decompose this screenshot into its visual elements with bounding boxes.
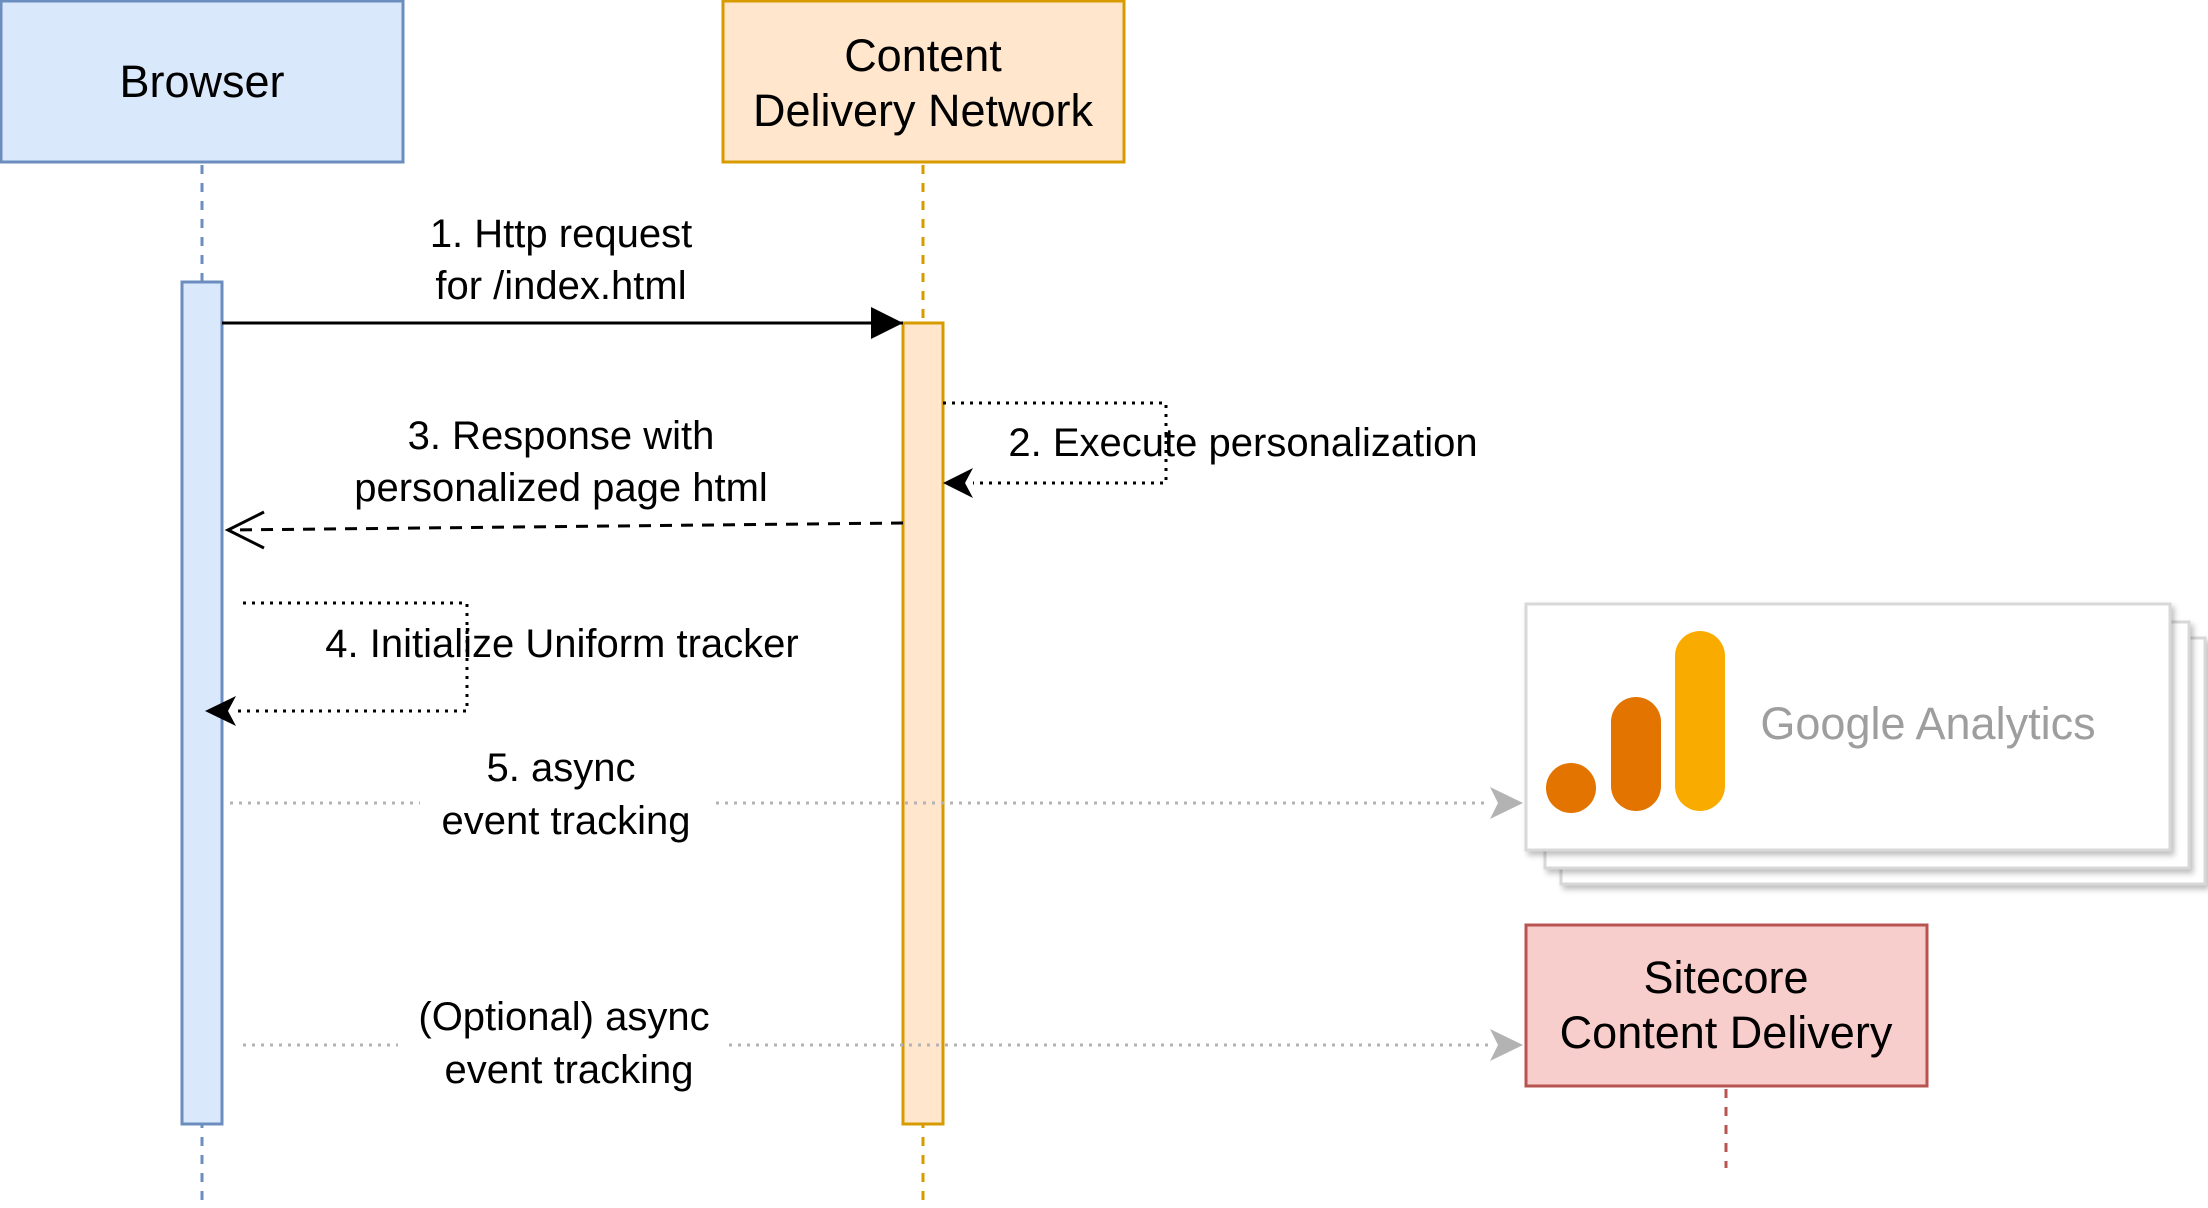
google-analytics-label: Google Analytics	[1760, 698, 2095, 749]
browser-participant[interactable]: Browser	[0, 0, 405, 164]
message-5-label-bg	[420, 752, 710, 848]
cdn-activation-bar	[901, 321, 945, 1126]
google-analytics-participant[interactable]: Google Analytics	[1524, 602, 2207, 886]
message-1-http-request[interactable]: 1. Http request for /index.html	[222, 212, 903, 339]
sitecore-header-box	[1524, 923, 1929, 1088]
sitecore-label-line1: Sitecore	[1643, 952, 1808, 1003]
message-5-async-tracking[interactable]: 5. async event tracking	[230, 746, 1523, 848]
ga-logo-tall-bar	[1675, 631, 1725, 811]
cdn-label-line2: Delivery Network	[753, 85, 1094, 136]
message-1-label-line2: for /index.html	[435, 264, 686, 308]
sitecore-label-line2: Content Delivery	[1560, 1007, 1893, 1058]
message-6-label-line2: event tracking	[444, 1048, 693, 1092]
sitecore-participant[interactable]: Sitecore Content Delivery	[1524, 923, 1929, 1088]
message-3-arrow	[227, 521, 904, 532]
message-3-label-line1: 3. Response with	[408, 414, 715, 458]
message-1-label-line1: 1. Http request	[430, 212, 692, 256]
message-4-initialize-tracker[interactable]: 4. Initialize Uniform tracker	[205, 601, 799, 726]
message-5-label-line2: event tracking	[441, 799, 690, 843]
message-6-label-bg	[398, 996, 728, 1092]
browser-label: Browser	[119, 56, 284, 107]
message-2-arrowhead	[943, 468, 973, 498]
message-5-arrowhead	[1490, 787, 1523, 819]
cdn-header-box	[721, 0, 1126, 164]
ga-logo-mid-bar	[1611, 697, 1661, 811]
message-5-label-line1: 5. async	[487, 746, 636, 790]
message-2-label: 2. Execute personalization	[1008, 421, 1477, 465]
message-6-optional-async-tracking[interactable]: (Optional) async event tracking	[243, 995, 1523, 1092]
message-2-execute-personalization[interactable]: 2. Execute personalization	[943, 401, 1478, 498]
message-3-label-line2: personalized page html	[354, 466, 768, 510]
cdn-participant[interactable]: Content Delivery Network	[721, 0, 1126, 164]
browser-header-box	[0, 0, 405, 164]
message-3-arrowhead	[224, 510, 265, 550]
message-6-label-line1: (Optional) async	[418, 995, 709, 1039]
ga-logo-dot	[1546, 763, 1596, 813]
google-analytics-logo-icon	[1546, 631, 1725, 813]
message-2-arrow	[943, 401, 1168, 485]
message-4-arrowhead	[205, 696, 236, 726]
message-3-response[interactable]: 3. Response with personalized page html	[224, 414, 904, 550]
cdn-label-line1: Content	[844, 30, 1002, 81]
message-6-arrowhead	[1490, 1029, 1523, 1061]
browser-activation-bar	[180, 280, 224, 1126]
message-4-label: 4. Initialize Uniform tracker	[325, 622, 798, 666]
message-1-arrowhead	[871, 307, 903, 339]
